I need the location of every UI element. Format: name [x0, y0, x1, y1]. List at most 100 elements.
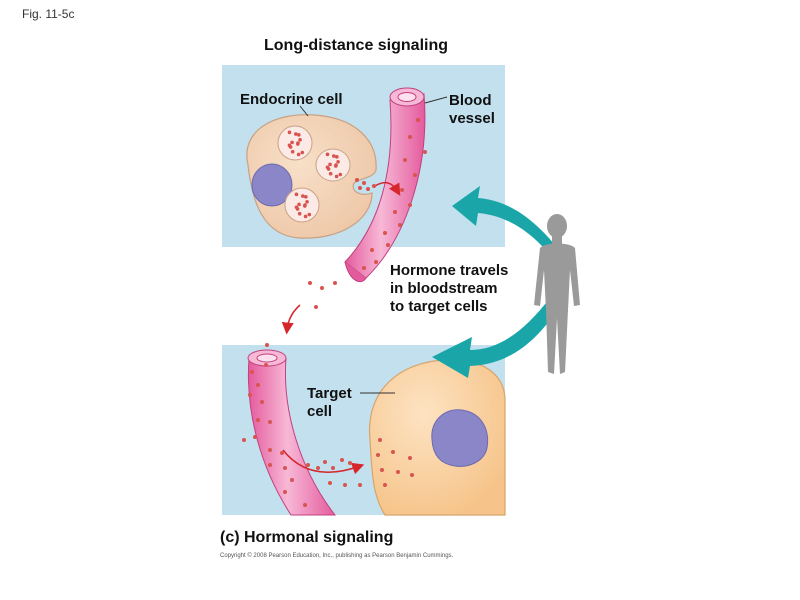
hormone-dot: [296, 142, 300, 146]
hormone-dot: [378, 438, 382, 442]
hormone-dot: [304, 195, 308, 199]
hormone-dot: [297, 133, 301, 137]
blood-vessel-bottom: [242, 343, 337, 516]
hormone-dot: [264, 363, 268, 367]
hormone-dot: [303, 503, 307, 507]
vesicle: [284, 187, 320, 223]
hormone-dot: [366, 187, 370, 191]
hormone-dot: [393, 210, 397, 214]
hormone-dot: [362, 181, 366, 185]
hormone-dot: [290, 478, 294, 482]
hormone-dot: [268, 420, 272, 424]
hormone-dot: [306, 463, 310, 467]
hormone-dot: [340, 458, 344, 462]
endocrine-cell-label: Endocrine cell: [240, 91, 343, 108]
hormone-label-line3: to target cells: [390, 298, 488, 315]
hormone-dot: [328, 171, 333, 176]
hormone-dot: [335, 155, 339, 159]
hormone-dot: [383, 231, 387, 235]
hormone-dot: [248, 393, 252, 397]
hormone-dot: [250, 370, 254, 374]
endocrine-nucleus: [251, 163, 293, 207]
hormone-dot: [293, 132, 298, 136]
hormone-dot: [333, 281, 337, 285]
vesicle: [315, 148, 351, 182]
secretion-arrow: [374, 181, 401, 196]
hormone-label-line1: Hormone travels: [390, 262, 509, 279]
hormone-dot: [376, 453, 380, 457]
hormone-dot: [358, 483, 362, 487]
hormone-dot: [298, 137, 302, 142]
hormone-dot: [331, 466, 335, 470]
hormone-dot: [372, 184, 376, 188]
hormone-dot: [334, 164, 338, 168]
hormone-dot: [355, 178, 359, 182]
hormone-dot: [398, 223, 402, 227]
hormone-dot: [314, 305, 318, 309]
blood-vessel-label-line2: vessel: [449, 110, 495, 127]
hormone-dot: [297, 211, 302, 216]
endocrine-cell: [246, 105, 377, 239]
hormone-dot: [325, 165, 330, 170]
hormone-dot: [294, 205, 299, 210]
travel-arrow: [281, 304, 301, 335]
hormone-dot: [408, 203, 412, 207]
hormone-dot: [303, 204, 307, 208]
hormone-dot: [383, 483, 387, 487]
hormone-dot: [408, 135, 412, 139]
hormone-dot: [336, 159, 340, 164]
hormone-dot: [320, 286, 324, 290]
hormone-dot: [403, 158, 407, 162]
hormone-dot: [268, 463, 272, 467]
hormone-dot: [386, 243, 390, 247]
hormone-dot: [283, 466, 287, 470]
hormone-dot: [287, 130, 292, 135]
hormone-dot: [413, 173, 417, 177]
hormone-dot: [374, 260, 378, 264]
hormone-dot: [260, 400, 264, 404]
hormone-dot: [308, 281, 312, 285]
hormone-dot: [303, 214, 308, 219]
hormone-dot: [290, 140, 294, 145]
hormone-dot: [256, 383, 260, 387]
target-cell-label: Target cell: [307, 385, 352, 421]
hormone-dot: [268, 448, 272, 452]
hormone-label-line2: in bloodstream: [390, 280, 498, 297]
hormone-dot: [300, 194, 305, 198]
hormone-dot: [305, 199, 309, 204]
hormone-dot: [408, 456, 412, 460]
hormone-dot: [400, 188, 404, 192]
hormone-dot: [280, 451, 284, 455]
hormone-dot: [283, 490, 287, 494]
target-nucleus: [431, 409, 489, 467]
teal-arrow-to-target: [432, 298, 558, 378]
hormone-dot: [362, 266, 366, 270]
endocrine-leader-line: [299, 105, 309, 117]
figure-caption: (c) Hormonal signaling: [220, 529, 394, 546]
hormone-dot: [307, 212, 312, 217]
hormone-travel-label: Hormone travels in bloodstream to target…: [390, 262, 508, 316]
blood-vessel-top: [344, 87, 448, 283]
copyright-notice: Copyright © 2008 Pearson Education, Inc.…: [220, 553, 454, 559]
hormone-dot: [334, 174, 339, 179]
hormone-dot: [338, 172, 343, 177]
hormone-dot: [294, 192, 299, 197]
vessel-leader-line: [424, 96, 448, 104]
target-cell: [360, 359, 506, 516]
hormone-dot: [343, 483, 347, 487]
hormone-dot: [242, 438, 246, 442]
hormone-dot: [331, 154, 336, 158]
hormone-dot: [391, 450, 395, 454]
hormone-dot: [297, 202, 301, 207]
hormone-dot: [325, 152, 330, 157]
vesicle: [277, 125, 313, 161]
hormone-dot: [396, 470, 400, 474]
hormone-dot: [296, 152, 301, 157]
hormone-dot: [370, 248, 374, 252]
target-label-line1: Target: [307, 385, 352, 402]
hormone-dot: [256, 418, 260, 422]
hormone-dot: [416, 118, 420, 122]
hormone-dot: [380, 468, 384, 472]
teal-arrow-to-endocrine: [452, 186, 555, 255]
